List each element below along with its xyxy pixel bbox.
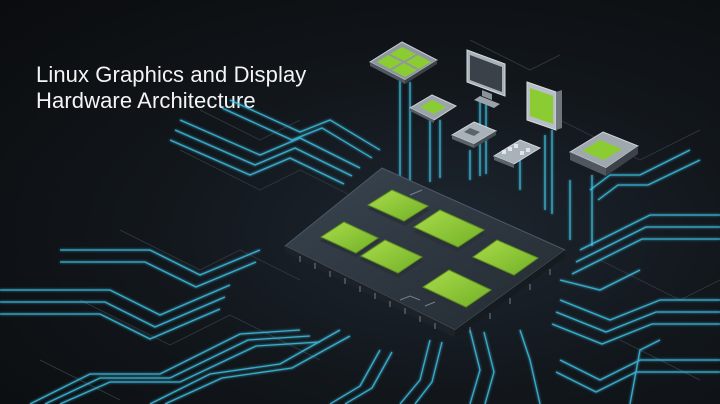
gpu-die <box>412 209 486 252</box>
title-line-1: Linux Graphics and Display <box>36 62 307 87</box>
gpu-die <box>319 221 380 257</box>
gpu-die <box>421 269 493 312</box>
gpu-die <box>359 239 424 278</box>
processor-chip <box>368 41 439 84</box>
circuit-traces <box>0 99 720 404</box>
gpu-die <box>366 189 430 226</box>
gpu-die <box>471 239 540 280</box>
page-title: Linux Graphics and Display Hardware Arch… <box>36 62 306 114</box>
storage-drive <box>568 131 640 176</box>
memory-module <box>492 139 542 168</box>
monitor-icon <box>466 49 506 108</box>
title-line-2: Hardware Architecture <box>36 88 256 113</box>
gpu-dies <box>319 189 540 312</box>
connector-icon <box>450 121 498 148</box>
small-chip <box>408 94 458 123</box>
graphics-module <box>526 81 562 131</box>
component-links <box>399 80 593 246</box>
